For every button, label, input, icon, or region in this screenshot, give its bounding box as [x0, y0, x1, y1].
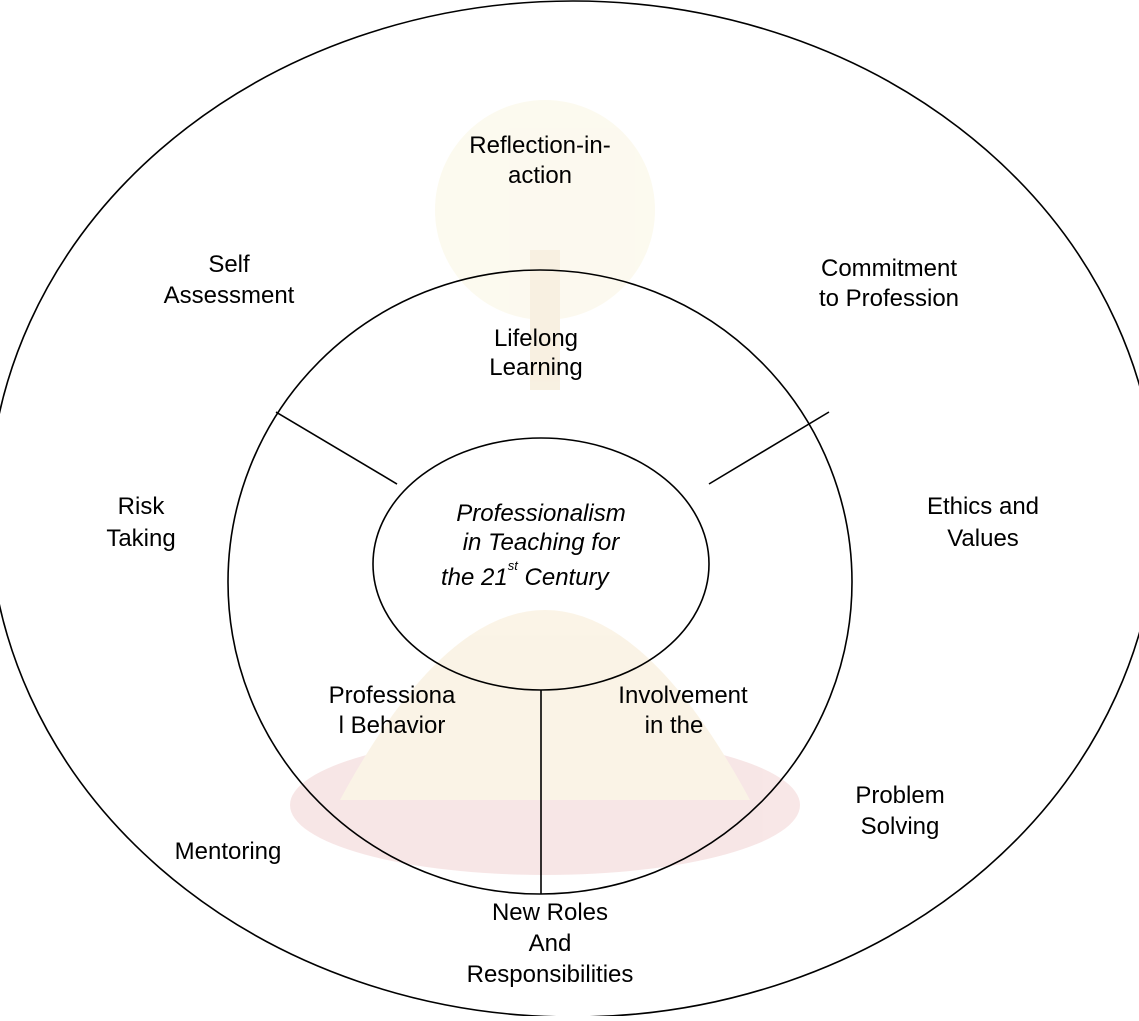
- label-risk-taking-1: Risk: [118, 493, 166, 520]
- center-title-line2: in Teaching for: [463, 529, 621, 556]
- label-professional-behavior-2: l Behavior: [339, 712, 446, 739]
- center-title-superscript: st: [508, 558, 520, 573]
- label-self-assessment-1: Self: [208, 251, 250, 278]
- label-new-roles-3: Responsibilities: [467, 961, 634, 988]
- label-new-roles-1: New Roles: [492, 899, 608, 926]
- label-commitment-2: to Profession: [819, 285, 959, 312]
- divider-left: [275, 411, 398, 485]
- center-title-line3-suffix: Century: [518, 564, 611, 591]
- label-self-assessment-2: Assessment: [164, 282, 295, 309]
- label-lifelong-learning-1: Lifelong: [494, 325, 578, 352]
- middle-ring: [227, 269, 853, 895]
- center-title-line3: the 21st Century: [441, 558, 611, 591]
- label-problem-solving-1: Problem: [855, 782, 944, 809]
- label-reflection-1: Reflection-in-: [469, 132, 610, 159]
- center-title-line3-prefix: the 21: [441, 564, 508, 591]
- label-lifelong-learning-2: Learning: [489, 354, 582, 381]
- label-involvement-2: in the: [645, 712, 704, 739]
- label-ethics-2: Values: [947, 525, 1019, 552]
- label-professional-behavior-1: Professiona: [329, 682, 456, 709]
- label-involvement-1: Involvement: [618, 682, 748, 709]
- label-ethics-1: Ethics and: [927, 493, 1039, 520]
- label-new-roles-2: And: [529, 930, 572, 957]
- label-risk-taking-2: Taking: [106, 525, 175, 552]
- label-problem-solving-2: Solving: [861, 813, 940, 840]
- label-mentoring: Mentoring: [175, 838, 282, 865]
- label-reflection-2: action: [508, 162, 572, 189]
- label-commitment-1: Commitment: [821, 255, 957, 282]
- center-title-line1: Professionalism: [456, 500, 625, 527]
- watermark-seal: [290, 100, 800, 875]
- divider-right: [708, 411, 830, 485]
